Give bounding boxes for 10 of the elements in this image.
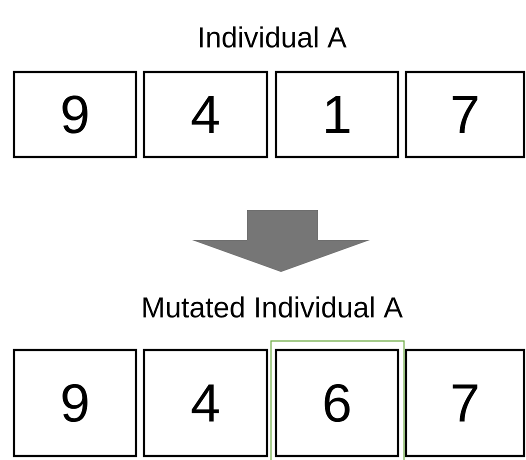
gene-box: 1 [274,70,400,158]
gene-box: 7 [404,348,526,458]
gene-box: 6 [274,348,400,458]
gene-box: 7 [404,70,526,158]
gene-box: 9 [12,348,138,458]
gene-box: 4 [142,70,268,158]
gene-box: 9 [12,70,138,158]
row-title: Individual A [200,26,347,48]
gene-box: 4 [142,348,268,458]
row-title: Mutated Individual A [143,296,403,318]
